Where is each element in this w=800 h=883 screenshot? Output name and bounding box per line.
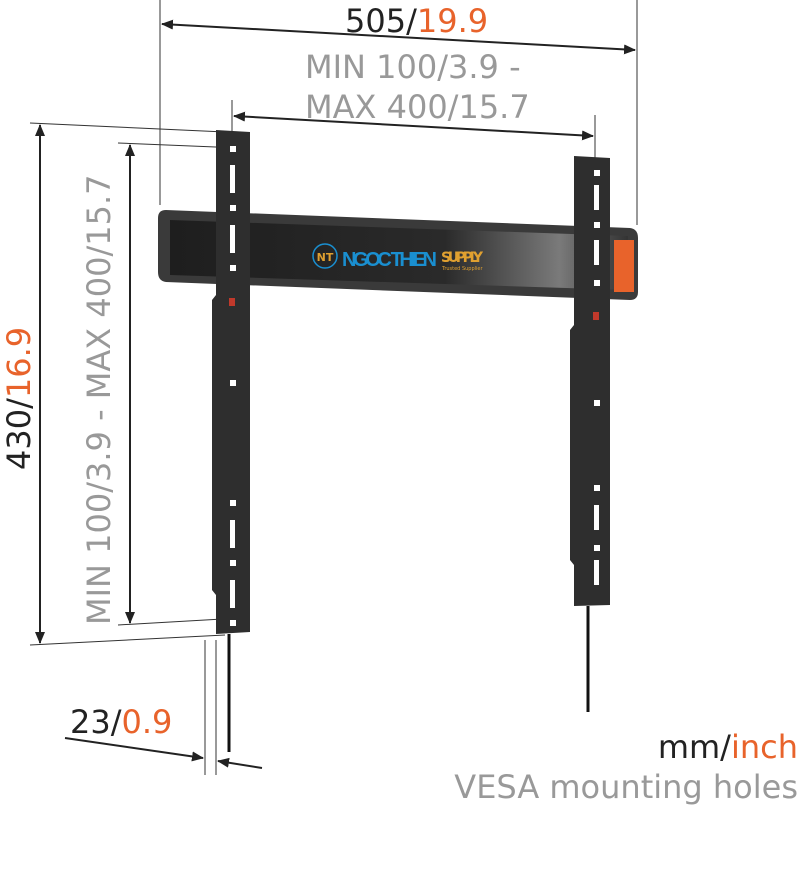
vesa-horizontal-label-2: MAX 400/15.7 [305, 88, 530, 126]
unit-legend: mm/inch [658, 728, 798, 766]
height-label: 430/16.9 [0, 327, 38, 470]
svg-text:Trusted Supplier: Trusted Supplier [441, 266, 483, 272]
orange-tab [614, 240, 634, 292]
right-bracket-arm [570, 156, 610, 712]
vesa-vertical-label: MIN 100/3.9 - MAX 400/15.7 [80, 175, 118, 626]
left-bracket-arm [212, 130, 250, 752]
depth-arrow-right [217, 757, 263, 769]
depth-label: 23/0.9 [70, 703, 172, 741]
extension-lines [29, 0, 638, 775]
svg-text:SUPPLY: SUPPLY [441, 250, 484, 266]
vesa-legend: VESA mounting holes [454, 768, 798, 806]
depth-arrow-left [64, 737, 204, 762]
svg-text:NT: NT [317, 251, 334, 264]
svg-text:NGOC THIEN: NGOC THIEN [342, 249, 437, 271]
vesa-horizontal-dimension-line [233, 111, 594, 141]
logo: NT NGOC THIEN SUPPLY Trusted Supplier [312, 243, 484, 272]
vesa-horizontal-label-1: MIN 100/3.9 - [305, 48, 521, 86]
width-label: 505/19.9 [345, 2, 488, 40]
wall-plate [158, 210, 638, 300]
width-dimension-line [161, 19, 636, 55]
